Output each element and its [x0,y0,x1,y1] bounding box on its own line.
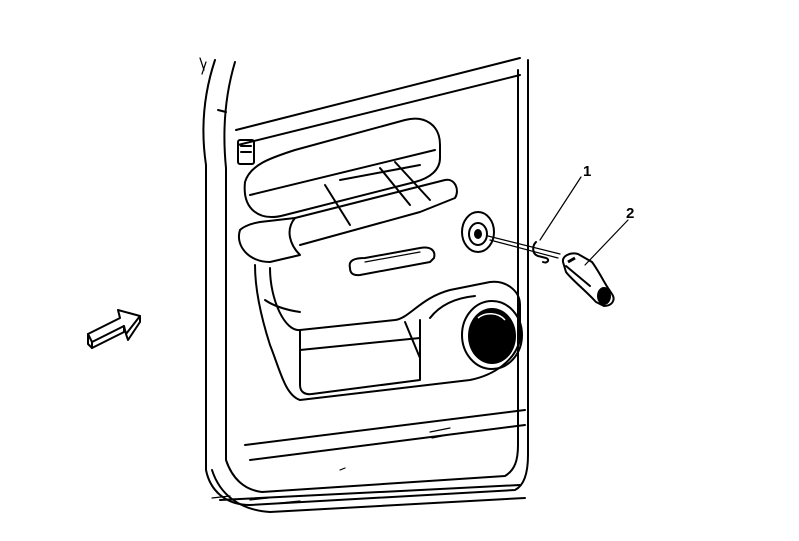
retaining-clip-icon [532,241,550,264]
callout-1-leader [539,176,582,241]
callout-1-label: 1 [583,163,591,180]
pull-handle [348,246,436,277]
assembly-leader [487,235,561,259]
crank-escutcheon [461,211,495,253]
callout-2-leader [584,219,629,266]
callout-2-label: 2 [626,205,634,222]
lower-sill [211,409,526,504]
door-outline [199,57,529,513]
direction-arrow-icon [87,309,141,349]
speaker-grille [461,300,523,370]
window-crank-handle-icon [561,252,615,307]
sail-bracket [237,139,255,165]
armrest-assembly [237,117,458,263]
